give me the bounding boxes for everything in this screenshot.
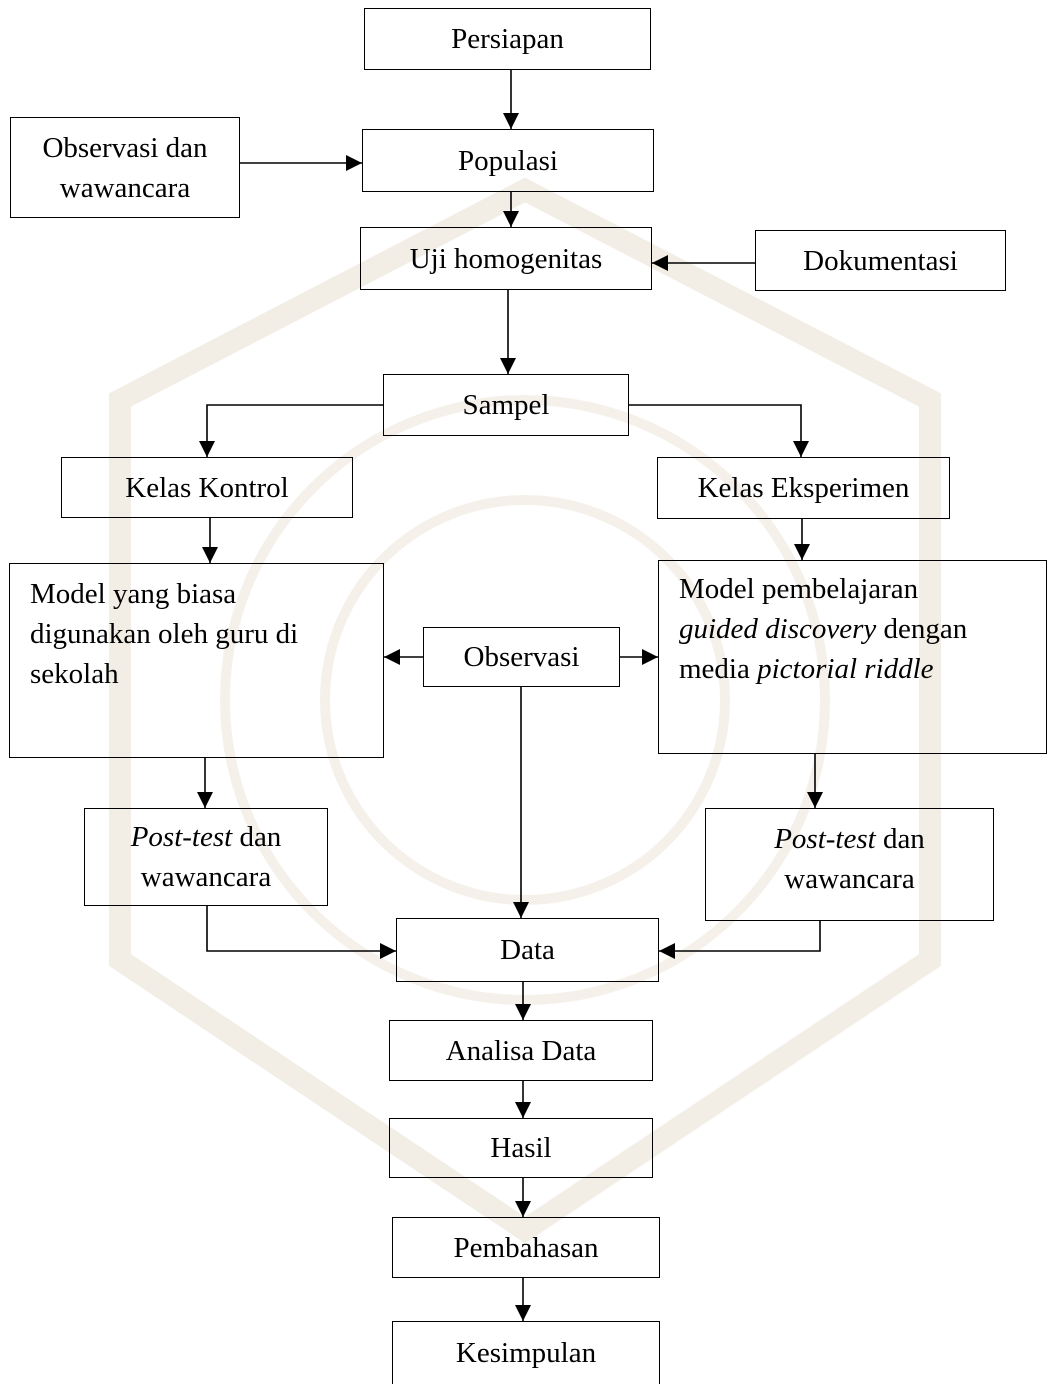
node-model-kontrol-line2: digunakan oleh guru di	[30, 618, 299, 650]
node-posttest-kontrol-wawancara: wawancara	[140, 861, 272, 893]
node-sampel-label: Sampel	[462, 389, 550, 421]
node-model-kontrol: Model yang biasa digunakan oleh guru di …	[9, 563, 384, 758]
node-pembahasan: Pembahasan	[392, 1217, 660, 1278]
node-posttest-kontrol-dan: dan	[232, 821, 282, 853]
node-kesimpulan: Kesimpulan	[392, 1321, 660, 1384]
node-dokumentasi: Dokumentasi	[755, 230, 1006, 291]
node-sampel: Sampel	[383, 374, 629, 436]
node-posttest-eksperimen-wawancara: wawancara	[784, 863, 915, 895]
node-posttest-eksperimen-posttest: Post-test	[774, 823, 876, 855]
node-hasil: Hasil	[389, 1118, 653, 1178]
node-kelas-eksperimen-label: Kelas Eksperimen	[697, 472, 910, 504]
node-model-kontrol-line3: sekolah	[30, 658, 119, 690]
node-kelas-kontrol-label: Kelas Kontrol	[125, 471, 289, 504]
node-analisa-data: Analisa Data	[389, 1020, 653, 1081]
node-analisa-data-label: Analisa Data	[445, 1034, 597, 1067]
node-kelas-kontrol: Kelas Kontrol	[61, 457, 353, 518]
edge-posttest-kontrol-data	[206, 906, 396, 959]
node-data-label: Data	[500, 934, 555, 966]
node-dokumentasi-label: Dokumentasi	[803, 244, 958, 277]
node-posttest-eksperimen-dan: dan	[875, 823, 925, 855]
node-model-eksperimen-dengan: dengan	[876, 613, 968, 645]
node-uji-homogenitas-label: Uji homogenitas	[409, 242, 603, 275]
node-hasil-label: Hasil	[490, 1132, 552, 1164]
edge-sampel-kontrol	[199, 404, 383, 457]
node-populasi-label: Populasi	[458, 144, 558, 177]
node-observasi: Observasi	[423, 627, 620, 687]
node-observasi-wawancara-line2: wawancara	[59, 171, 191, 204]
node-posttest-eksperimen: Post-test dan wawancara	[705, 808, 994, 921]
node-populasi: Populasi	[362, 129, 654, 192]
node-observasi-wawancara: Observasi dan wawancara	[10, 117, 240, 218]
node-model-eksperimen-media: media	[679, 653, 758, 685]
node-model-eksperimen-guided-discovery: guided discovery	[679, 613, 877, 645]
node-model-eksperimen-pictorial-riddle: pictorial riddle	[757, 653, 934, 685]
node-kelas-eksperimen: Kelas Eksperimen	[657, 457, 950, 519]
node-model-eksperimen: Model pembelajaran guided discovery deng…	[658, 560, 1047, 754]
edge-sampel-eksperimen	[628, 404, 809, 457]
node-pembahasan-label: Pembahasan	[453, 1231, 599, 1264]
node-persiapan: Persiapan	[364, 8, 651, 70]
node-data: Data	[396, 918, 659, 982]
node-posttest-kontrol: Post-test dan wawancara	[84, 808, 328, 906]
node-uji-homogenitas: Uji homogenitas	[360, 227, 652, 290]
node-persiapan-label: Persiapan	[451, 23, 564, 55]
node-posttest-kontrol-posttest: Post-test	[130, 821, 233, 853]
node-observasi-wawancara-line1: Observasi dan	[42, 131, 208, 164]
node-model-kontrol-line1: Model yang biasa	[30, 578, 237, 610]
edge-posttest-eksperimen-data	[659, 920, 821, 959]
node-observasi-label: Observasi	[463, 641, 580, 673]
node-model-eksperimen-line1: Model pembelajaran	[679, 573, 919, 605]
node-kesimpulan-label: Kesimpulan	[455, 1337, 597, 1369]
